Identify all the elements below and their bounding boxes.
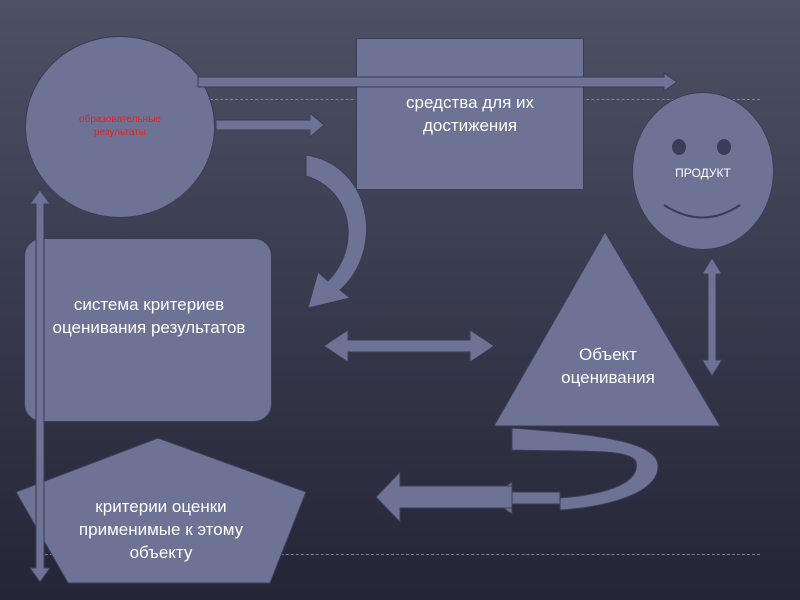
means-rectangle: средства для их достижения (356, 38, 584, 190)
arrow-results-to-means (215, 111, 325, 139)
smiley-mouth-icon (663, 204, 741, 219)
criteria-system-label: система критериев оценивания результатов (52, 295, 246, 337)
object-triangle (493, 231, 721, 427)
arrow-object-to-criteria-left (375, 470, 513, 524)
curved-arrow-means-to-criteria (305, 154, 367, 309)
object-label: Объект оценивания (561, 345, 655, 387)
means-label: средства для их достижения (405, 93, 535, 135)
pentagon-label: критерии оценки применимые к этому объек… (78, 497, 244, 562)
product-label: ПРОДУКТ (675, 166, 731, 180)
smiley-right-eye-icon (717, 139, 731, 155)
curved-band-under-object (511, 427, 659, 511)
product-circle: ПРОДУКТ (632, 92, 774, 250)
double-arrow-criteria-object (323, 329, 495, 363)
double-arrow-product-object (701, 257, 723, 377)
criteria-system-box: система критериев оценивания результатов (24, 238, 272, 422)
smiley-left-eye-icon (672, 139, 686, 155)
results-label: образовательные результаты (79, 114, 161, 138)
vertical-arrow-left (29, 189, 51, 583)
bottom-guide-line (40, 554, 760, 555)
arrow-results-to-product (197, 72, 678, 92)
results-circle: образовательные результаты (25, 36, 215, 218)
